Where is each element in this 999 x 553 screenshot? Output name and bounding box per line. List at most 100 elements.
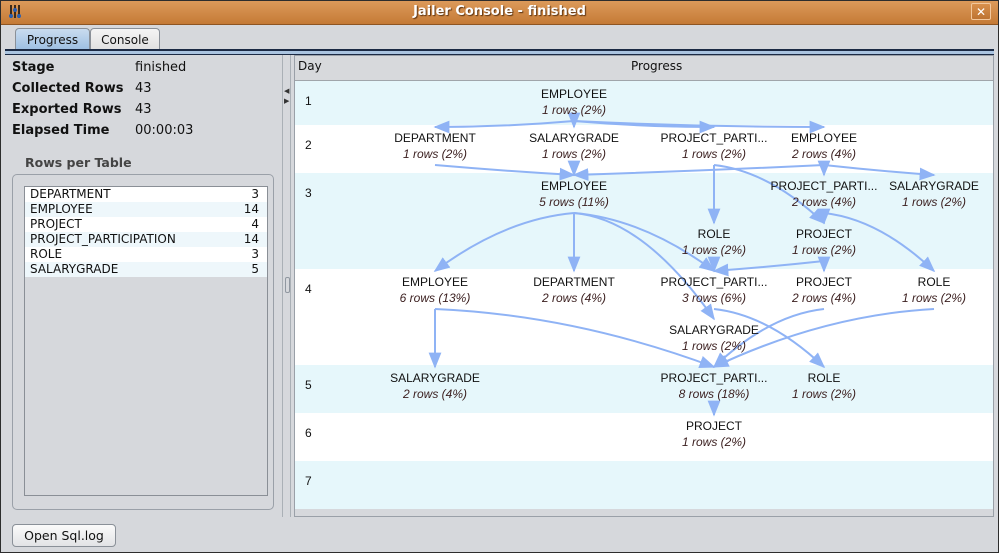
stage-value: finished bbox=[135, 60, 187, 75]
window-title: Jailer Console - finished bbox=[413, 4, 586, 19]
node-table-name: DEPARTMENT bbox=[394, 131, 476, 145]
table-name: EMPLOYEE bbox=[30, 202, 93, 216]
table-node[interactable]: EMPLOYEE 5 rows (11%) bbox=[539, 179, 609, 209]
tab-progress[interactable]: Progress bbox=[15, 28, 90, 50]
day-label: 2 bbox=[305, 138, 312, 152]
day-row-band bbox=[295, 365, 993, 413]
node-table-name: PROJECT_PARTI... bbox=[661, 371, 768, 385]
day-row-band bbox=[295, 461, 993, 509]
node-row-count: 1 rows (2%) bbox=[542, 147, 606, 161]
node-row-count: 1 rows (2%) bbox=[682, 147, 746, 161]
node-table-name: SALARYGRADE bbox=[529, 131, 619, 145]
tab-console[interactable]: Console bbox=[90, 28, 160, 50]
day-label: 4 bbox=[305, 282, 312, 296]
splitter-grip[interactable] bbox=[285, 277, 290, 293]
table-name: PROJECT bbox=[30, 217, 82, 231]
table-node[interactable]: PROJECT_PARTI... 8 rows (18%) bbox=[661, 371, 768, 401]
table-node[interactable]: EMPLOYEE 6 rows (13%) bbox=[400, 275, 471, 305]
table-name: ROLE bbox=[30, 247, 63, 261]
table-name: SALARYGRADE bbox=[30, 262, 119, 276]
node-table-name: SALARYGRADE bbox=[669, 323, 759, 337]
elapsed-time-label: Elapsed Time bbox=[12, 123, 110, 138]
expand-right-arrow-icon[interactable]: ▶ bbox=[284, 97, 290, 105]
day-row-band bbox=[295, 413, 993, 461]
node-row-count: 3 rows (6%) bbox=[682, 291, 746, 305]
progress-column-header[interactable]: Progress bbox=[631, 59, 683, 73]
node-table-name: PROJECT_PARTI... bbox=[661, 131, 768, 145]
node-table-name: EMPLOYEE bbox=[541, 87, 607, 101]
dependency-edge bbox=[434, 164, 576, 181]
close-button[interactable]: ✕ bbox=[971, 3, 991, 20]
day-label: 1 bbox=[305, 94, 312, 108]
node-row-count: 2 rows (4%) bbox=[402, 387, 467, 401]
node-table-name: ROLE bbox=[698, 227, 731, 241]
table-node[interactable]: SALARYGRADE 1 rows (2%) bbox=[669, 323, 759, 353]
node-row-count: 1 rows (2%) bbox=[542, 103, 606, 117]
node-row-count: 8 rows (18%) bbox=[679, 387, 750, 401]
node-row-count: 1 rows (2%) bbox=[682, 243, 746, 257]
collected-rows-label: Collected Rows bbox=[12, 81, 124, 96]
stage-label: Stage bbox=[12, 60, 55, 75]
collapse-left-arrow-icon[interactable]: ◀ bbox=[284, 87, 290, 95]
dependency-edge bbox=[573, 120, 826, 134]
list-item[interactable]: PROJECT 4 bbox=[25, 217, 267, 232]
node-table-name: EMPLOYEE bbox=[541, 179, 607, 193]
exported-rows-value: 43 bbox=[135, 102, 152, 117]
node-table-name: ROLE bbox=[808, 371, 841, 385]
table-node[interactable]: ROLE 1 rows (2%) bbox=[682, 227, 746, 257]
table-node[interactable]: PROJECT_PARTI...3 rows (6%) bbox=[661, 275, 768, 305]
node-table-name: PROJECT_PARTI... bbox=[771, 179, 878, 193]
node-table-name: EMPLOYEE bbox=[402, 275, 468, 289]
table-node[interactable]: EMPLOYEE 1 rows (2%) bbox=[541, 87, 607, 117]
dependency-edge bbox=[433, 120, 575, 134]
row-count: 5 bbox=[251, 262, 259, 276]
node-table-name: PROJECT bbox=[796, 227, 853, 241]
node-row-count: 6 rows (13%) bbox=[400, 291, 471, 305]
node-row-count: 1 rows (2%) bbox=[682, 339, 746, 353]
title-bar[interactable]: Jailer Console - finished ✕ bbox=[1, 1, 998, 25]
table-node[interactable]: SALARYGRADE 1 rows (2%) bbox=[529, 131, 619, 161]
table-node[interactable]: ROLE 1 rows (2%) bbox=[792, 371, 856, 401]
node-row-count: 1 rows (2%) bbox=[902, 291, 966, 305]
day-label: 3 bbox=[305, 186, 312, 200]
list-item[interactable]: SALARYGRADE 5 bbox=[25, 262, 267, 277]
row-count: 14 bbox=[243, 202, 259, 216]
node-table-name: SALARYGRADE bbox=[889, 179, 979, 193]
table-name: DEPARTMENT bbox=[30, 187, 111, 201]
row-count: 4 bbox=[251, 217, 259, 231]
dependency-edge bbox=[434, 308, 716, 368]
dependency-edge bbox=[713, 164, 826, 225]
dependency-edge bbox=[712, 308, 935, 368]
tab-divider bbox=[5, 49, 994, 55]
table-node[interactable]: PROJECT_PARTI...2 rows (4%) bbox=[771, 179, 878, 209]
list-item[interactable]: EMPLOYEE 14 bbox=[25, 202, 267, 217]
table-node[interactable]: PROJECT_PARTI... 1 rows (2%) bbox=[661, 131, 768, 161]
day-column-header[interactable]: Day bbox=[298, 59, 322, 73]
node-table-name: DEPARTMENT bbox=[533, 275, 615, 289]
day-label: 6 bbox=[305, 426, 312, 440]
node-row-count: 5 rows (11%) bbox=[539, 195, 609, 209]
node-row-count: 1 rows (2%) bbox=[792, 387, 856, 401]
node-table-name: PROJECT bbox=[686, 419, 743, 433]
close-icon: ✕ bbox=[975, 5, 987, 19]
rows-per-table-title: Rows per Table bbox=[25, 155, 132, 170]
open-sql-log-button[interactable]: Open Sql.log bbox=[12, 524, 116, 547]
day-row-band bbox=[295, 269, 993, 365]
split-pane-divider[interactable]: ◀ ▶ bbox=[282, 55, 291, 517]
